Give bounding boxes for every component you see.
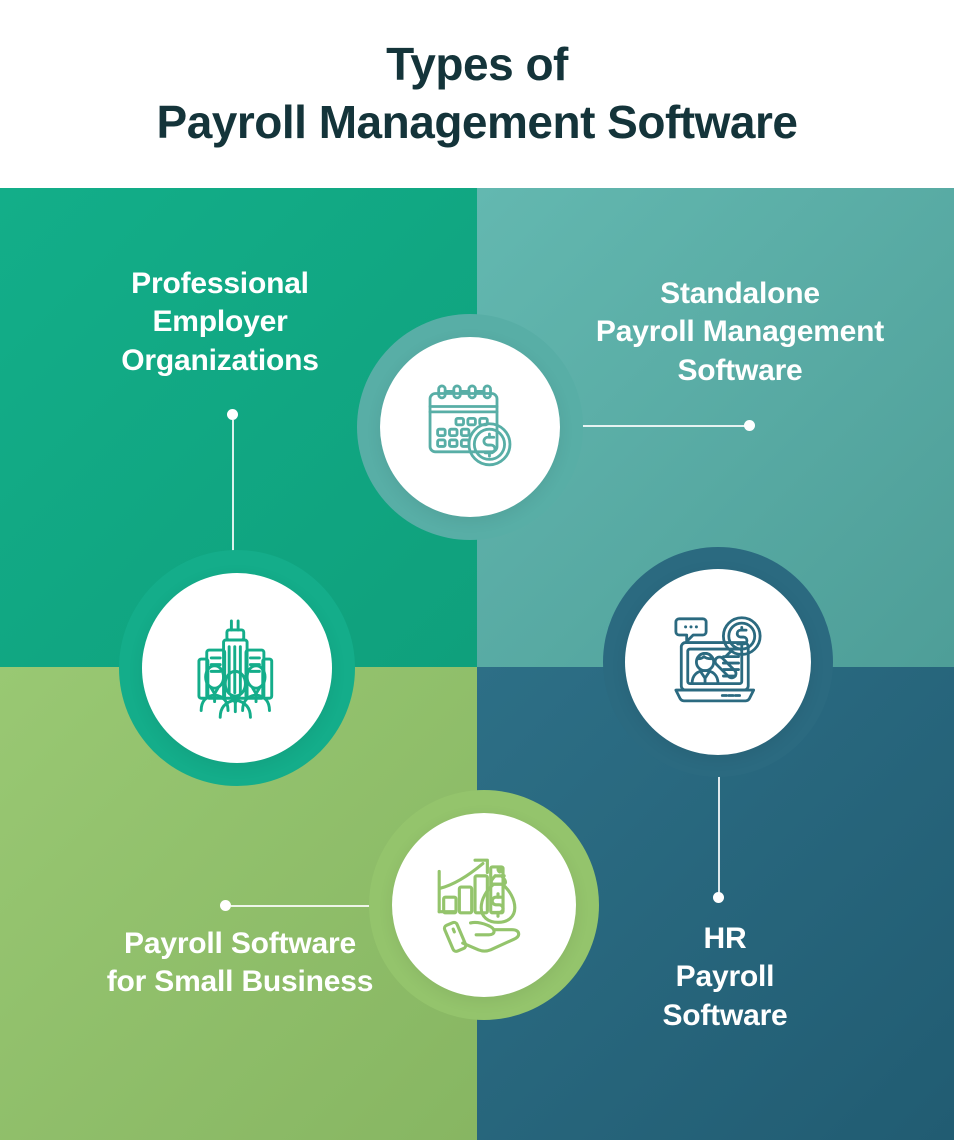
connector-dot-hr-payroll-software bbox=[713, 892, 724, 903]
growth-chart-money-bag-hand-icon bbox=[428, 849, 540, 961]
header: Types of Payroll Management Software bbox=[0, 0, 954, 188]
connector-dot-standalone-payroll-management-software bbox=[744, 420, 755, 431]
connector-line-payroll-software-for-small-business bbox=[231, 905, 396, 907]
icon-circle-payroll-software-for-small-business[interactable] bbox=[392, 813, 576, 997]
office-buildings-people-icon bbox=[181, 612, 293, 724]
laptop-employee-magnifier-dollar-icon bbox=[664, 608, 772, 716]
connector-line-professional-employer-organizations bbox=[232, 420, 234, 570]
connector-dot-payroll-software-for-small-business bbox=[220, 900, 231, 911]
icon-circle-standalone-payroll-management-software[interactable] bbox=[380, 337, 560, 517]
page-title-line-1: Types of bbox=[386, 38, 568, 91]
page-title-line-2: Payroll Management Software bbox=[156, 96, 798, 148]
connector-dot-professional-employer-organizations bbox=[227, 409, 238, 420]
quadrant-label-hr-payroll-software: HR Payroll Software bbox=[662, 922, 788, 1032]
quadrant-label-payroll-software-for-small-business: Payroll Software for Small Business bbox=[106, 927, 374, 999]
quadrant-label-professional-employer-organizations: Professional Employer Organizations bbox=[121, 267, 319, 377]
icon-circle-professional-employer-organizations[interactable] bbox=[142, 573, 332, 763]
connector-line-hr-payroll-software bbox=[718, 760, 720, 900]
connector-line-standalone-payroll-management-software bbox=[568, 425, 750, 427]
icon-circle-hr-payroll-software[interactable] bbox=[625, 569, 811, 755]
quadrant-label-standalone-payroll-management-software: Standalone Payroll Management Software bbox=[595, 277, 885, 387]
calendar-dollar-coin-icon bbox=[416, 373, 524, 481]
